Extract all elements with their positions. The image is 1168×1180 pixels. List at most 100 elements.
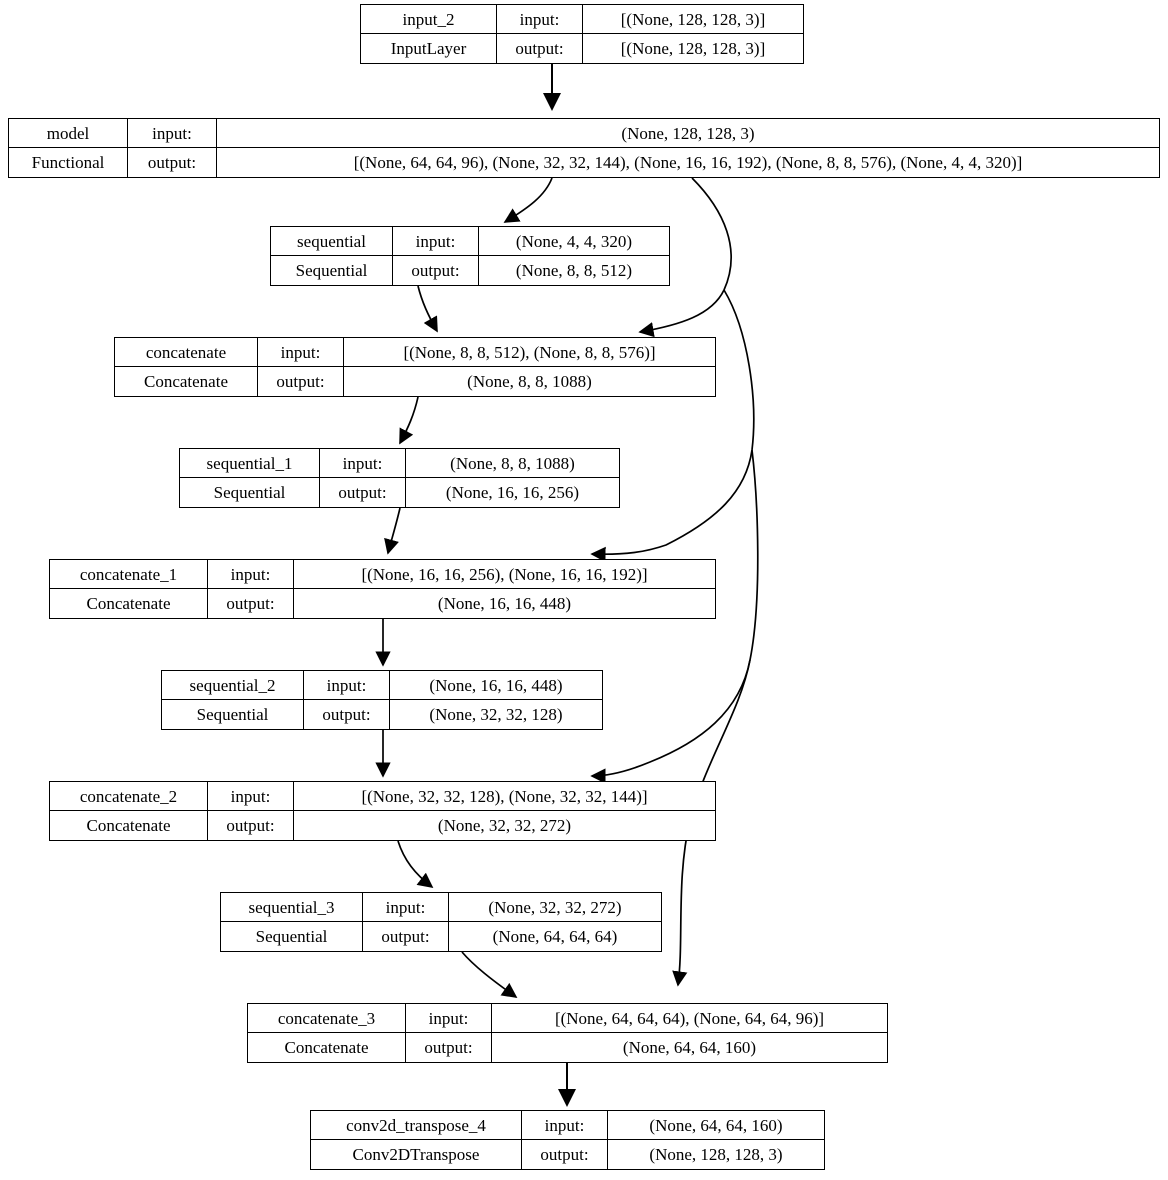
- node-concatenate_2[interactable]: concatenate_2 input: [(None, 32, 32, 128…: [49, 781, 716, 841]
- node-sequential_3-input-row: sequential_3 input: (None, 32, 32, 272): [221, 893, 661, 922]
- node-model-input-shape: (None, 128, 128, 3): [621, 123, 755, 143]
- node-conv2d_transpose_4-input-label: input:: [522, 1111, 608, 1139]
- node-concatenate[interactable]: concatenate input: [(None, 8, 8, 512), (…: [114, 337, 716, 397]
- node-sequential-input-label: input:: [393, 227, 479, 255]
- node-conv2d_transpose_4-name: conv2d_transpose_4: [311, 1111, 522, 1139]
- node-concatenate_2-class: Concatenate: [50, 811, 208, 840]
- node-sequential_2[interactable]: sequential_2 input: (None, 16, 16, 448) …: [161, 670, 603, 730]
- node-sequential_3-output-label: output:: [363, 922, 449, 951]
- node-sequential_3-class: Sequential: [221, 922, 363, 951]
- node-concatenate_3-input-label: input:: [406, 1004, 492, 1032]
- node-sequential_1-name: sequential_1: [180, 449, 320, 477]
- node-concatenate_2-input-row: concatenate_2 input: [(None, 32, 32, 128…: [50, 782, 715, 811]
- node-sequential_1-output-shape: (None, 16, 16, 256): [445, 483, 580, 502]
- node-model-input-label: input:: [128, 119, 217, 147]
- node-sequential[interactable]: sequential input: (None, 4, 4, 320) Sequ…: [270, 226, 670, 286]
- edge-model-to-sequential: [503, 177, 553, 223]
- node-concatenate_2-name: concatenate_2: [50, 782, 208, 810]
- node-sequential_3-input-shape: (None, 32, 32, 272): [488, 897, 622, 917]
- node-concatenate_1[interactable]: concatenate_1 input: [(None, 16, 16, 256…: [49, 559, 716, 619]
- node-concatenate_1-class: Concatenate: [50, 589, 208, 618]
- node-conv2d_transpose_4-output-label: output:: [522, 1140, 608, 1169]
- edge-model-to-concatenate1: [590, 289, 755, 563]
- edge-sequential3-to-concatenate3: [461, 951, 518, 998]
- node-sequential_1-input-row: sequential_1 input: (None, 8, 8, 1088): [180, 449, 619, 478]
- node-conv2d_transpose_4-input-row: conv2d_transpose_4 input: (None, 64, 64,…: [311, 1111, 824, 1140]
- node-sequential_2-input-row: sequential_2 input: (None, 16, 16, 448): [162, 671, 602, 700]
- node-sequential_1-class: Sequential: [180, 478, 320, 507]
- node-concatenate_1-input-row: concatenate_1 input: [(None, 16, 16, 256…: [50, 560, 715, 589]
- node-input_2-input-row: input_2 input: [(None, 128, 128, 3)]: [361, 5, 803, 34]
- node-sequential-class: Sequential: [271, 256, 393, 285]
- node-sequential_3-output-row: Sequential output: (None, 64, 64, 64): [221, 922, 661, 951]
- node-input_2-output-shape: [(None, 128, 128, 3)]: [620, 39, 766, 58]
- node-sequential_3-input-label: input:: [363, 893, 449, 921]
- node-concatenate_1-output-label: output:: [208, 589, 294, 618]
- node-conv2d_transpose_4-output-row: Conv2DTranspose output: (None, 128, 128,…: [311, 1140, 824, 1169]
- node-sequential_1-output-label: output:: [320, 478, 406, 507]
- node-sequential_2-output-shape: (None, 32, 32, 128): [429, 705, 563, 724]
- node-concatenate-input-row: concatenate input: [(None, 8, 8, 512), (…: [115, 338, 715, 367]
- node-concatenate_2-input-shape: [(None, 32, 32, 128), (None, 32, 32, 144…: [361, 786, 648, 806]
- node-sequential-output-row: Sequential output: (None, 8, 8, 512): [271, 256, 669, 285]
- node-sequential_1-input-label: input:: [320, 449, 406, 477]
- node-concatenate-name: concatenate: [115, 338, 258, 366]
- node-concatenate_2-input-label: input:: [208, 782, 294, 810]
- node-sequential_2-name: sequential_2: [162, 671, 304, 699]
- node-sequential_2-input-shape: (None, 16, 16, 448): [429, 675, 563, 695]
- node-sequential-name: sequential: [271, 227, 393, 255]
- node-sequential-output-shape: (None, 8, 8, 512): [515, 261, 633, 280]
- node-conv2d_transpose_4-input-shape: (None, 64, 64, 160): [649, 1115, 783, 1135]
- node-sequential_3-output-shape: (None, 64, 64, 64): [492, 927, 618, 946]
- node-concatenate_2-output-label: output:: [208, 811, 294, 840]
- node-concatenate_2-output-row: Concatenate output: (None, 32, 32, 272): [50, 811, 715, 840]
- node-concatenate-output-row: Concatenate output: (None, 8, 8, 1088): [115, 367, 715, 396]
- node-model-output-row: Functional output: [(None, 64, 64, 96), …: [9, 148, 1159, 177]
- node-concatenate_1-output-shape: (None, 16, 16, 448): [437, 594, 572, 613]
- node-sequential_3-name: sequential_3: [221, 893, 363, 921]
- node-sequential_2-output-label: output:: [304, 700, 390, 729]
- node-input_2-name: input_2: [361, 5, 497, 33]
- edge-sequential-to-concatenate: [417, 285, 438, 333]
- node-conv2d_transpose_4-class: Conv2DTranspose: [311, 1140, 522, 1169]
- node-concatenate_1-input-shape: [(None, 16, 16, 256), (None, 16, 16, 192…: [361, 564, 648, 584]
- node-model-output-label: output:: [128, 148, 217, 177]
- node-concatenate_1-input-label: input:: [208, 560, 294, 588]
- node-model-class: Functional: [9, 148, 128, 177]
- node-concatenate_3-name: concatenate_3: [248, 1004, 406, 1032]
- node-model[interactable]: model input: (None, 128, 128, 3) Functio…: [8, 118, 1160, 178]
- node-concatenate-input-shape: [(None, 8, 8, 512), (None, 8, 8, 576)]: [403, 342, 656, 362]
- node-concatenate-output-shape: (None, 8, 8, 1088): [467, 372, 592, 391]
- node-concatenate-input-label: input:: [258, 338, 344, 366]
- node-model-input-row: model input: (None, 128, 128, 3): [9, 119, 1159, 148]
- node-concatenate_3-input-shape: [(None, 64, 64, 64), (None, 64, 64, 96)]: [554, 1008, 825, 1028]
- node-input_2[interactable]: input_2 input: [(None, 128, 128, 3)] Inp…: [360, 4, 804, 64]
- node-concatenate-class: Concatenate: [115, 367, 258, 396]
- node-conv2d_transpose_4-output-shape: (None, 128, 128, 3): [649, 1145, 783, 1164]
- node-model-name: model: [9, 119, 128, 147]
- node-sequential_2-input-label: input:: [304, 671, 390, 699]
- node-concatenate_1-output-row: Concatenate output: (None, 16, 16, 448): [50, 589, 715, 618]
- node-conv2d_transpose_4[interactable]: conv2d_transpose_4 input: (None, 64, 64,…: [310, 1110, 825, 1170]
- node-sequential_1[interactable]: sequential_1 input: (None, 8, 8, 1088) S…: [179, 448, 620, 508]
- node-input_2-class: InputLayer: [361, 34, 497, 63]
- node-concatenate_3-output-shape: (None, 64, 64, 160): [622, 1038, 757, 1057]
- node-input_2-input-shape: [(None, 128, 128, 3)]: [620, 9, 766, 29]
- edge-sequential1-to-concatenate1: [384, 507, 401, 555]
- node-input_2-output-row: InputLayer output: [(None, 128, 128, 3)]: [361, 34, 803, 63]
- node-sequential-input-shape: (None, 4, 4, 320): [515, 231, 633, 251]
- node-sequential_1-input-shape: (None, 8, 8, 1088): [450, 453, 575, 473]
- node-sequential-input-row: sequential input: (None, 4, 4, 320): [271, 227, 669, 256]
- node-sequential_3[interactable]: sequential_3 input: (None, 32, 32, 272) …: [220, 892, 662, 952]
- node-concatenate_3-input-row: concatenate_3 input: [(None, 64, 64, 64)…: [248, 1004, 887, 1033]
- node-concatenate_2-output-shape: (None, 32, 32, 272): [437, 816, 572, 835]
- node-concatenate_3[interactable]: concatenate_3 input: [(None, 64, 64, 64)…: [247, 1003, 888, 1063]
- node-sequential_2-output-row: Sequential output: (None, 32, 32, 128): [162, 700, 602, 729]
- node-sequential_1-output-row: Sequential output: (None, 16, 16, 256): [180, 478, 619, 507]
- node-concatenate_3-class: Concatenate: [248, 1033, 406, 1062]
- node-model-output-shape: [(None, 64, 64, 96), (None, 32, 32, 144)…: [353, 153, 1023, 172]
- node-concatenate_3-output-label: output:: [406, 1033, 492, 1062]
- node-sequential_2-class: Sequential: [162, 700, 304, 729]
- node-concatenate_3-output-row: Concatenate output: (None, 64, 64, 160): [248, 1033, 887, 1062]
